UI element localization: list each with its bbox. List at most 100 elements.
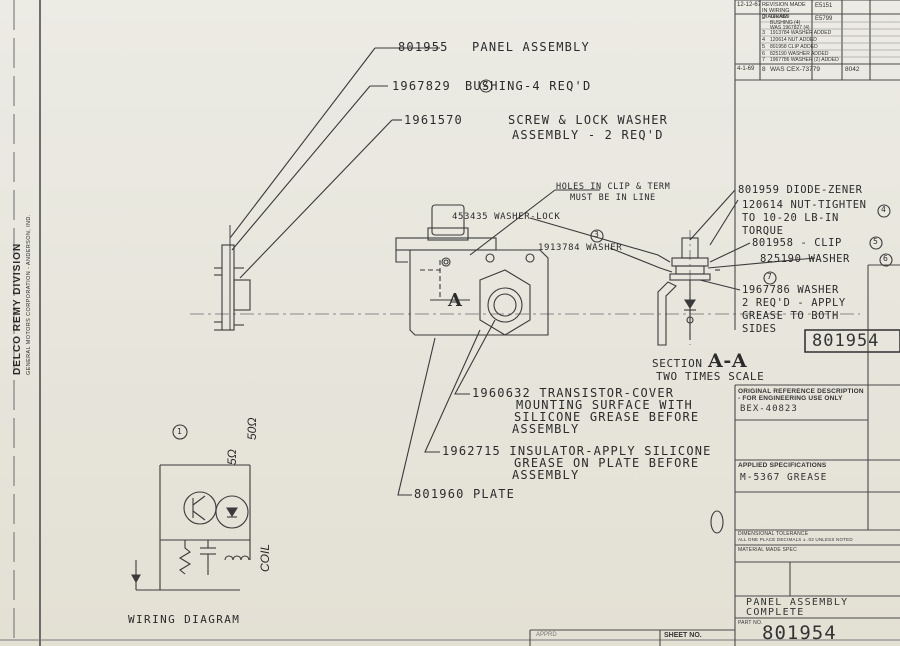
rev-2-text: 1913784 WASHER ADDED bbox=[770, 30, 832, 36]
callout-120614-line2: TO 10-20 LB-IN bbox=[742, 212, 839, 224]
rev-1-auth: E5799 bbox=[815, 16, 833, 22]
rev-1-ltr: 2 bbox=[762, 15, 766, 21]
callout-120614-ref: 4 bbox=[881, 205, 887, 214]
rev-5-text: 825190 WASHER ADDED bbox=[770, 51, 829, 57]
callout-801955-desc: PANEL ASSEMBLY bbox=[472, 40, 590, 54]
holes-note-line1: HOLES IN CLIP & TERM bbox=[556, 182, 671, 192]
section-scale: TWO TIMES SCALE bbox=[656, 370, 765, 383]
circled-zero-mark bbox=[710, 510, 724, 534]
section-letters: A-A bbox=[708, 350, 748, 372]
applied-spec-label: APPLIED SPECIFICATIONS bbox=[738, 462, 827, 469]
wiring-diagram-title: WIRING DIAGRAM bbox=[128, 613, 241, 626]
callout-1960632-line4: ASSEMBLY bbox=[512, 422, 580, 436]
rev-4-text: 801958 CLIP ADDED bbox=[770, 44, 818, 50]
callout-1961570-line2: ASSEMBLY - 2 REQ'D bbox=[512, 128, 664, 142]
callout-801959: 801959 DIODE-ZENER bbox=[738, 184, 863, 196]
transistor-symbol bbox=[183, 491, 217, 525]
leader-1960632 bbox=[454, 319, 496, 395]
part-number-box: 801954 bbox=[812, 331, 880, 351]
rev-0-text: REVISION MADE IN WIRING DIAGRAM bbox=[762, 2, 806, 20]
rev-2-ltr: 3 bbox=[762, 30, 766, 36]
rev-1-text: 1857829 BUSHING (4) WAS 1967827 (4) bbox=[770, 14, 810, 31]
ref-balloon-4 bbox=[877, 204, 891, 218]
rev-0-auth: E5151 bbox=[815, 3, 833, 9]
wiring-schematic bbox=[131, 424, 251, 591]
company-name: DELCO REMY DIVISION bbox=[12, 242, 23, 375]
coil-symbol bbox=[224, 555, 250, 561]
company-subtitle: GENERAL MOTORS CORPORATION - ANDERSON, I… bbox=[26, 214, 32, 375]
apprd-label: APPRD bbox=[536, 632, 557, 638]
callout-1967829-desc: BUSHING-4 REQ'D bbox=[465, 79, 592, 93]
callout-1960632-line3: SILICONE GREASE BEFORE bbox=[514, 410, 700, 424]
callout-1960632-line2: MOUNTING SURFACE WITH bbox=[516, 398, 693, 412]
callout-1961570-part: 1961570 bbox=[404, 113, 463, 127]
callout-1967786-ref: 7 bbox=[767, 272, 773, 281]
rev-4-ltr: 5 bbox=[762, 44, 766, 50]
callout-1962715-line1: 1962715 INSULATOR-APPLY SILICONE bbox=[442, 444, 712, 458]
resistor-label-50: 50Ω bbox=[245, 417, 259, 440]
callout-801958: 801958 - CLIP bbox=[752, 237, 842, 249]
orig-ref-value: BEX-40823 bbox=[740, 404, 798, 414]
callout-1967786-line4: SIDES bbox=[742, 323, 777, 335]
callout-1967786-line2: 2 REQ'D - APPLY bbox=[742, 297, 846, 309]
rev-date-1: 12-12-67 bbox=[737, 2, 762, 8]
material-label: MATERIAL MADE SPEC bbox=[738, 547, 797, 553]
transistor-flange bbox=[395, 237, 497, 251]
leader-801960 bbox=[397, 337, 436, 496]
ref-balloon-6 bbox=[879, 253, 893, 267]
panel-edge-view bbox=[221, 244, 235, 331]
tolerance-label: DIMENSIONAL TOLERANCE bbox=[738, 531, 809, 537]
ref-balloon-2 bbox=[479, 79, 493, 93]
callout-1960632-line1: 1960632 TRANSISTOR-COVER bbox=[472, 386, 675, 400]
clip-section bbox=[657, 281, 677, 346]
orig-ref-label: ORIGINAL REFERENCE DESCRIPTION - FOR ENG… bbox=[738, 388, 864, 402]
callout-1967786-line3: GREASE TO BOTH bbox=[742, 310, 839, 322]
callout-1967829-ref: 2 bbox=[483, 80, 489, 89]
sheet-no-label: SHEET NO. bbox=[664, 632, 702, 639]
rev-6-text: 1967786 WASHER (2) ADDED bbox=[770, 57, 839, 63]
tolerance-note: ALL ONE PLACE DECIMALS ± .02 UNLESS NOTE… bbox=[738, 537, 853, 542]
callout-120614-line1: 120614 NUT-TIGHTEN bbox=[742, 199, 867, 211]
title-block-lines bbox=[529, 0, 900, 646]
callout-1967829-part: 1967829 bbox=[392, 79, 451, 93]
section-view-mark: A bbox=[448, 290, 463, 311]
leader-453435 bbox=[529, 217, 671, 263]
rev-7-ltr: 8 bbox=[762, 66, 766, 73]
callout-825190: 825190 WASHER bbox=[760, 253, 850, 265]
ref-balloon-7 bbox=[763, 271, 777, 285]
leader-1962715 bbox=[424, 329, 481, 453]
wiring-ref-balloon bbox=[172, 424, 188, 440]
callout-1962715-line2: GREASE ON PLATE BEFORE bbox=[514, 456, 700, 470]
rev-3-ltr: 4 bbox=[762, 37, 766, 43]
applied-spec-value: M-5367 GREASE bbox=[740, 472, 828, 483]
leader-1967829-slant bbox=[231, 85, 371, 251]
part-no-value: 801954 bbox=[762, 622, 837, 644]
callout-120614-line3: TORQUE bbox=[742, 225, 784, 237]
callout-801955-part: 801955 bbox=[398, 40, 449, 54]
rev-6-ltr: 7 bbox=[762, 57, 766, 63]
callout-1967786-line1: 1967786 WASHER bbox=[742, 284, 839, 296]
drawing-name: PANEL ASSEMBLY COMPLETE bbox=[746, 597, 849, 618]
rev-7-text: WAS CEX-73779 bbox=[770, 66, 820, 73]
rev-3-text: 120614 NUT ADDED bbox=[770, 37, 817, 43]
ref-balloon-5 bbox=[869, 236, 883, 250]
resistor-symbol bbox=[178, 540, 192, 575]
transistor-cap bbox=[431, 204, 465, 236]
part-no-label: PART NO. bbox=[738, 620, 763, 626]
transistor-cover-outline bbox=[479, 269, 531, 336]
callout-825190-ref: 6 bbox=[883, 254, 889, 263]
rev-date-2: 4-1-69 bbox=[737, 66, 755, 72]
callout-1961570-line1: SCREW & LOCK WASHER bbox=[508, 113, 669, 127]
transistor-cover-hole bbox=[487, 287, 523, 323]
callout-1962715-line3: ASSEMBLY bbox=[512, 468, 580, 482]
leader-holes-note bbox=[469, 189, 556, 256]
callout-801960: 801960 PLATE bbox=[414, 487, 516, 501]
resistor-label-5: 5Ω bbox=[225, 449, 239, 465]
rev-7-auth: 8042 bbox=[845, 66, 860, 73]
rev-5-ltr: 6 bbox=[762, 51, 766, 57]
zener-symbol bbox=[215, 495, 249, 529]
callout-801958-ref: 5 bbox=[873, 237, 879, 246]
section-word: SECTION bbox=[652, 357, 703, 370]
